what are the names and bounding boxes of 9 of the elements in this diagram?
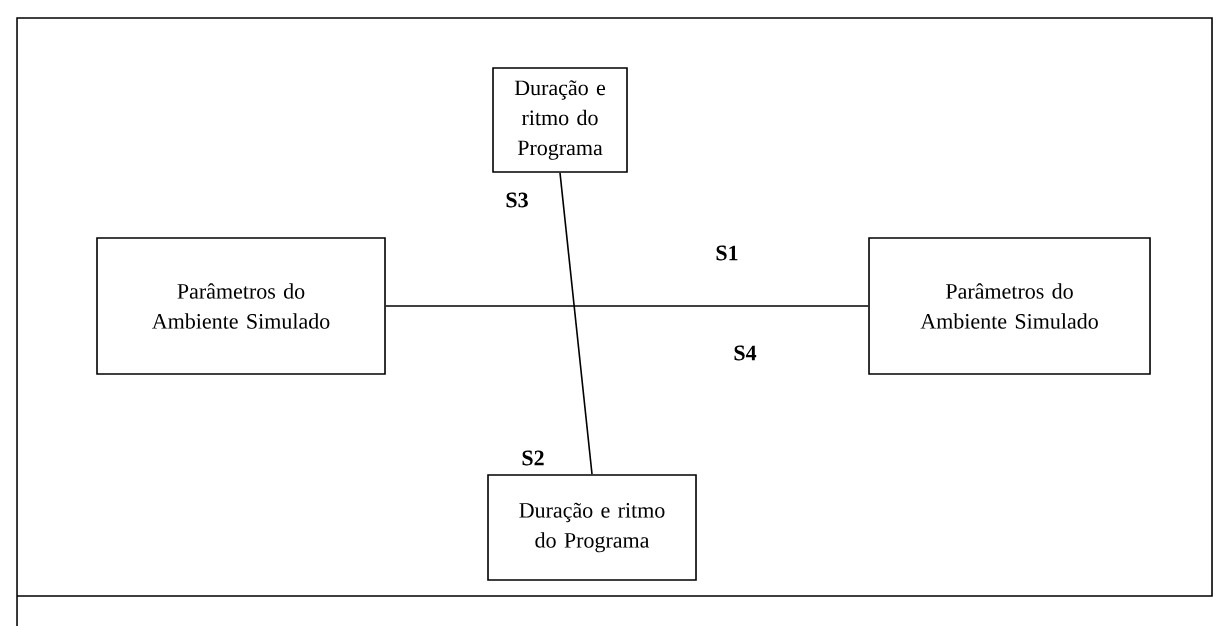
- sector-label: S3: [506, 192, 528, 208]
- sector-label: S4: [734, 345, 757, 361]
- connector-line: [559, 172, 593, 475]
- text-box: Parâmetros do Ambiente Simulado: [96, 237, 386, 375]
- text-box: Parâmetros do Ambiente Simulado: [868, 237, 1151, 375]
- sector-label: S1: [716, 245, 738, 261]
- text-box: Duração e ritmo do Programa: [487, 474, 697, 581]
- connector-line: [385, 305, 869, 307]
- text-box: Duração e ritmo do Programa: [492, 67, 628, 173]
